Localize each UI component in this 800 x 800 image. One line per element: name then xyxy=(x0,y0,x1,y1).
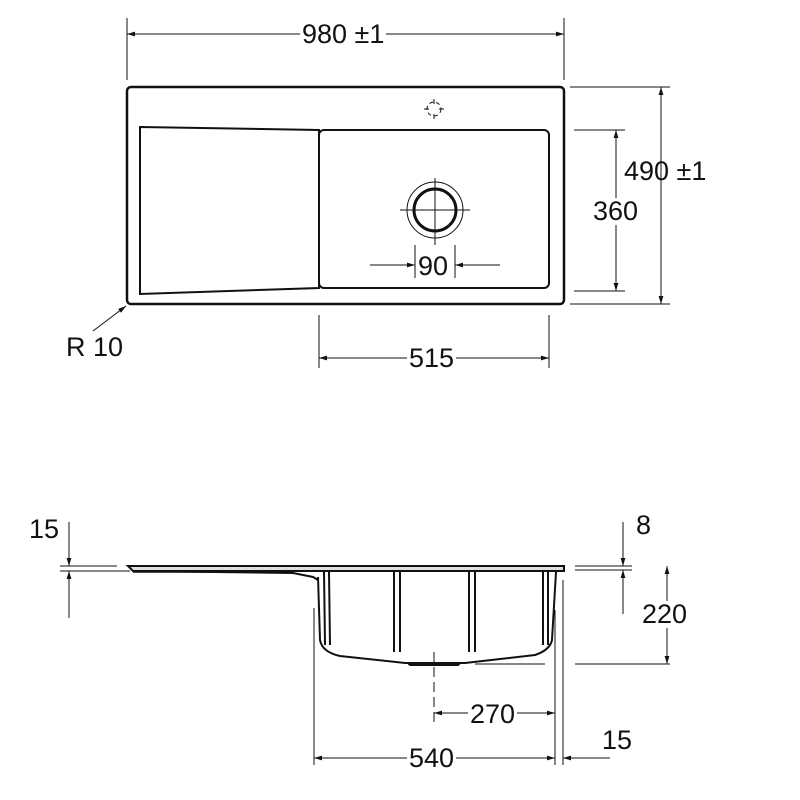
rim-thickness-label: 8 xyxy=(636,510,652,540)
bowl-depth-label: 360 xyxy=(591,196,641,226)
bowl-outer-width-label: 540 xyxy=(407,743,457,773)
bowl-outline xyxy=(318,129,550,289)
top-view xyxy=(92,18,670,368)
overall-width-label: 980 ±1 xyxy=(300,19,387,49)
sink-outline xyxy=(125,85,566,306)
tap-hole-icon xyxy=(424,99,444,119)
bowl-width-label: 515 xyxy=(407,343,457,373)
drain-diameter-label: 90 xyxy=(418,251,449,281)
bowl-height-label: 220 xyxy=(640,599,690,629)
side-view xyxy=(60,522,670,765)
slab-thickness-label: 15 xyxy=(29,514,60,544)
wall-offset-label: 15 xyxy=(602,725,633,755)
overall-depth-label: 490 ±1 xyxy=(624,156,707,186)
drain-offset-label: 270 xyxy=(468,699,518,729)
drain-icon xyxy=(400,178,470,245)
corner-radius-label: R 10 xyxy=(66,332,124,362)
drainer-area xyxy=(139,125,320,296)
